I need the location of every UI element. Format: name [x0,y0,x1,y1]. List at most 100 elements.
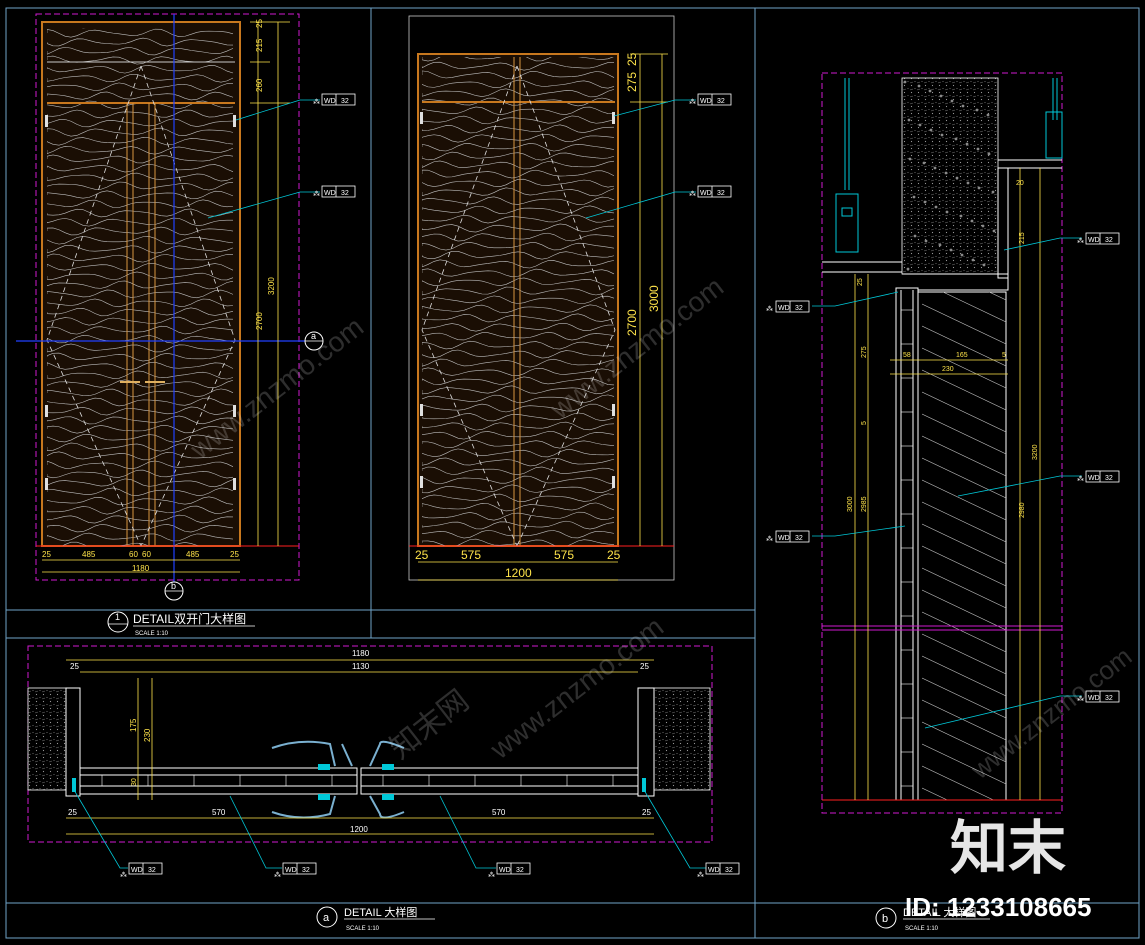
planA-dim-bottom-1: 25 [68,808,77,817]
wood-grain-line [422,178,615,188]
svg-text:⁂: ⁂ [1077,237,1084,245]
door-plan-section-a: 1180 1130 25 25 175 230 30 25 570 570 25… [27,645,740,932]
wall-aggregate-dot [940,133,944,137]
wood-grain-line [47,325,234,335]
wd-tag: ⁂ WD 32 [488,862,531,879]
svg-text:a: a [311,331,316,341]
svg-text:WD: WD [1088,475,1100,482]
wood-grain-line [47,118,234,128]
wood-grain-line [47,280,234,290]
wood-grain-line [422,196,615,205]
wood-grain-line [422,331,615,341]
svg-text:32: 32 [795,535,803,542]
wood-grain-line [422,529,615,539]
svg-text:32: 32 [341,190,349,197]
wd-tag: ⁂ WD 32 [689,93,732,106]
panel-grain-line [922,457,1006,499]
wood-grain-line [47,91,234,101]
svg-text:⁂: ⁂ [120,871,127,879]
wood-grain-line [422,520,615,530]
view1-dim-right-1: 3200 [267,277,276,295]
sectionB-dim-4: 165 [956,352,968,359]
watermark-logo: 知末 ID: 1233108665 [905,816,1091,922]
wood-grain-line [422,268,615,278]
panel-grain-line [922,721,1006,763]
view1-dim-bottom-6: 25 [230,550,239,559]
view2-overall-width: 1200 [505,566,532,580]
svg-text:WD: WD [285,867,297,874]
door-elevation-double: 25 215 260 3200 2700 25 485 60 60 485 25… [16,13,356,637]
svg-text:32: 32 [795,305,803,312]
panel-grain-line [922,501,1006,543]
panel-grain-line [922,699,1006,741]
panel-grain-line [922,369,1006,411]
wood-grain-line [47,137,234,146]
door1-wood-grain [47,28,234,546]
wall-aggregate-dot [913,234,917,238]
door-elevation-alt: 275 25 3000 2700 25 575 575 25 1200 ⁂ WD… [408,15,732,581]
planA-dim-bottom-2: 570 [212,808,226,817]
sheet-frame [5,7,1140,939]
wall-aggregate-dot [991,190,995,194]
wood-grain-line [47,236,234,245]
sectionB-ceiling-hangers [835,78,1063,253]
view1-dim-right-2: 2700 [255,312,264,330]
wood-grain-line [422,385,615,395]
wood-grain-line [422,295,615,304]
wood-grain-line [47,451,234,461]
planA-dim-left-3: 30 [131,778,138,786]
wood-grain-line [47,127,234,137]
wood-grain-line [422,88,615,98]
wood-grain-line [422,250,615,260]
wall-aggregate-dot [977,186,981,190]
wall-aggregate-dot [903,80,907,84]
wood-grain-line [422,538,615,546]
wall-aggregate-dot [938,243,942,247]
panel-grain-line [942,292,1006,323]
wall-aggregate-dot [950,99,954,103]
wood-grain-line [422,431,615,440]
section-marker-b[interactable]: b [164,581,184,601]
wood-grain-line [47,478,234,488]
wall-aggregate-dot [949,248,953,252]
wood-grain-line [47,244,234,254]
svg-text:⁂: ⁂ [689,190,696,198]
sectionB-dim-11: 215 [1019,232,1026,244]
wd-tag: ⁂ WD 32 [313,93,356,106]
watermark-id: ID: 1233108665 [905,892,1091,922]
wall-aggregate-dot [975,108,979,112]
panel-grain-line [922,743,1006,785]
sectionB-title-block: b DETAIL 大样图 SCALE 1:10 [875,905,990,932]
svg-text:知末网: 知末网 [384,684,475,765]
wood-grain-line [422,376,615,386]
section-marker-a[interactable]: a [304,331,324,351]
wd-tag: ⁂ WD 32 [313,185,356,198]
svg-text:⁂: ⁂ [766,535,773,543]
sectionB-lintel-wall [901,77,999,275]
wood-grain-line [47,37,234,47]
view1-dim-bottom-4: 60 [142,550,151,559]
sectionB-dim-12: 3200 [1032,444,1039,460]
wood-grain-line [422,241,615,251]
wall-aggregate-dot [971,258,975,262]
wood-grain-line [422,70,615,80]
wd-tag: ⁂ WD 32 [1077,470,1120,483]
view1-title-block: 1 DETAIL双开门大样图 SCALE 1:10 [107,611,255,637]
wall-aggregate-dot [907,118,911,122]
view1-dim-bottom-2: 485 [82,550,96,559]
svg-text:www.znzmo.com: www.znzmo.com [964,641,1137,785]
panel-grain-line [922,303,1006,345]
panel-grain-line [922,325,1006,367]
sectionB-dim-6: 230 [942,366,954,373]
wood-grain-line [47,524,234,533]
wood-grain-line [47,298,234,308]
wall-aggregate-dot [970,219,974,223]
wood-grain-line [422,439,615,449]
wood-grain-line [47,514,234,524]
wood-grain-line [47,496,234,506]
view1-overall-width: 1180 [132,564,150,573]
wood-grain-line [422,223,615,233]
svg-text:⁂: ⁂ [689,98,696,106]
wood-grain-line [47,73,234,83]
